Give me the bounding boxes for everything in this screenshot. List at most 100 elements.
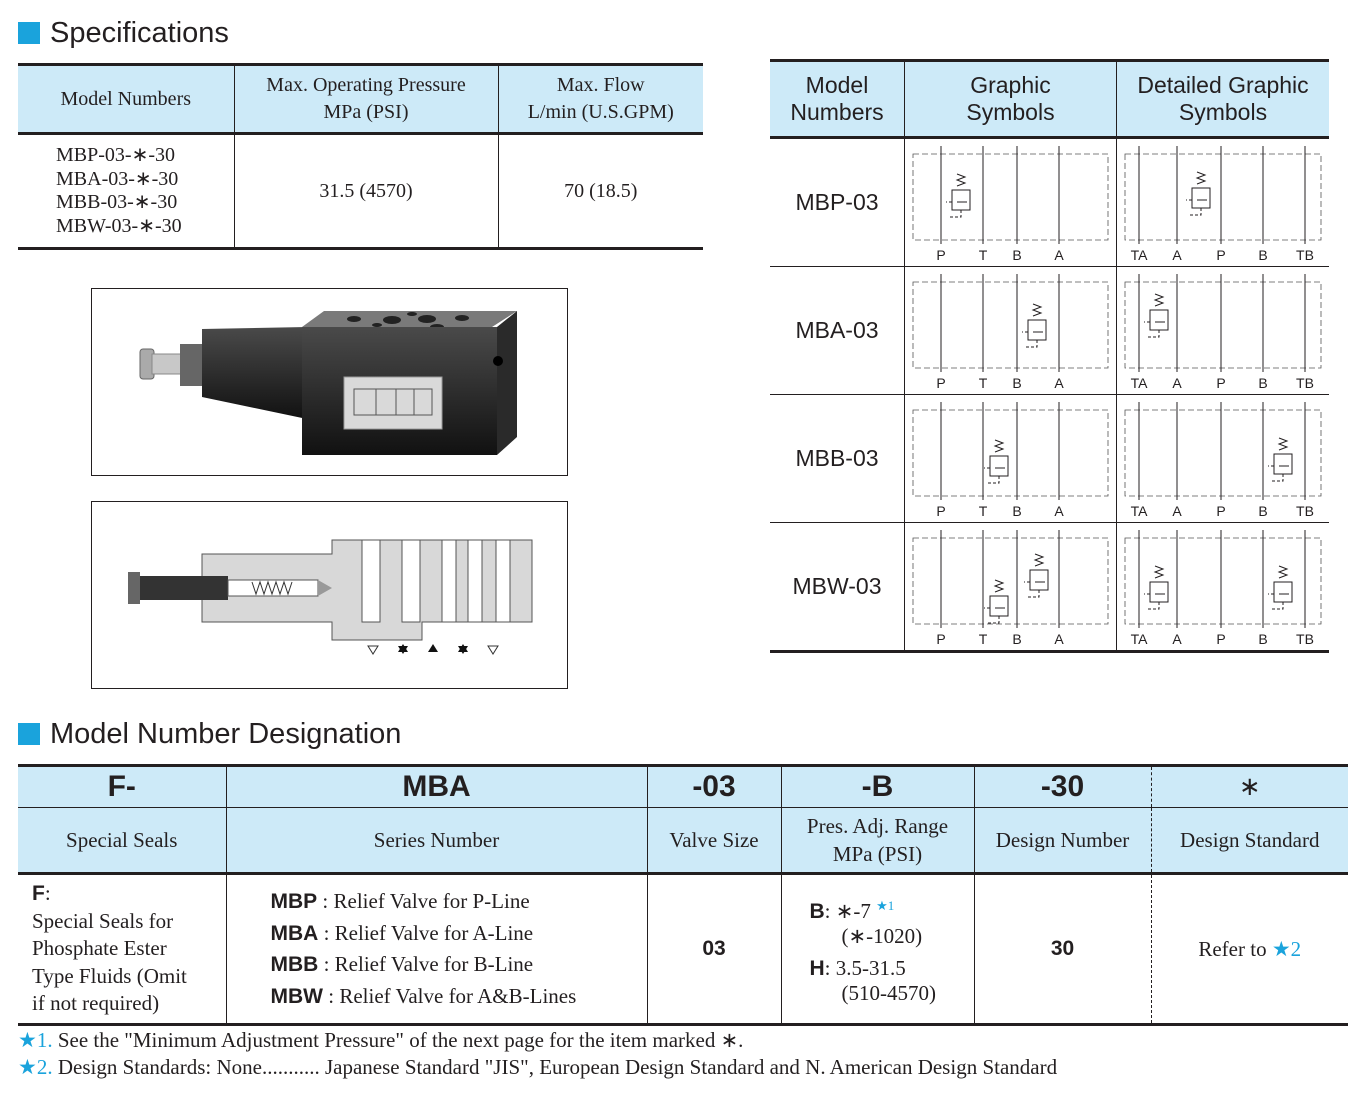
subplate-outline — [912, 153, 1109, 240]
pilot-line — [946, 201, 962, 217]
subplate-outline — [1124, 281, 1322, 368]
pilot-line — [984, 467, 1000, 483]
pilot-line — [1268, 465, 1284, 481]
port-label: TB — [1296, 247, 1314, 263]
port-label: TB — [1296, 375, 1314, 391]
port-label: T — [979, 631, 988, 647]
port-label: A — [1172, 631, 1182, 647]
spring-icon — [1033, 553, 1045, 566]
spec-data-row: MBP-03-∗-30 MBA-03-∗-30 MBB-03-∗-30 MBW-… — [18, 133, 703, 249]
section-square-icon — [18, 723, 40, 745]
port-label: P — [1216, 375, 1225, 391]
port-label: B — [1012, 503, 1021, 519]
pressure-option-b: B: ∗-7 ★1 — [809, 897, 895, 923]
design-standard-value: Refer to ★2 — [1150, 873, 1348, 1025]
symbol-model: MBP-03 — [795, 189, 879, 215]
name-size: Valve Size — [646, 807, 781, 875]
pilot-line — [1024, 581, 1040, 597]
model-list: MBP-03-∗-30 MBA-03-∗-30 MBB-03-∗-30 MBW-… — [56, 144, 182, 237]
pilot-line — [1144, 321, 1160, 337]
port-label: P — [1216, 247, 1225, 263]
spring-icon — [1277, 565, 1289, 578]
relief-valve-symbol — [1149, 309, 1169, 330]
port-label: A — [1172, 375, 1182, 391]
port-label: T — [979, 375, 988, 391]
symbol-model: MBB-03 — [770, 394, 905, 523]
value-row: F: Special Seals for Phosphate Ester Typ… — [18, 873, 1348, 1025]
name-design-standard: Design Standard — [1150, 807, 1348, 875]
relief-valve-symbol — [989, 455, 1009, 476]
detailed-symbol-diagram: TA A P B TB — [1124, 529, 1322, 647]
relief-valve-symbol — [951, 189, 971, 210]
col-model-numbers: Model Numbers — [18, 64, 234, 135]
spring-icon — [1277, 437, 1289, 450]
code-design-number: -30 — [973, 765, 1151, 808]
section-square-icon — [18, 22, 40, 44]
footnote-1: ★1. See the "Minimum Adjustment Pressure… — [18, 1028, 744, 1052]
name-series: Series Number — [225, 807, 647, 875]
port-label: B — [1258, 631, 1267, 647]
seals-detail: F: Special Seals for Phosphate Ester Typ… — [32, 881, 187, 1016]
pilot-line — [1144, 593, 1160, 609]
port-label: A — [1172, 503, 1182, 519]
subplate-outline — [1124, 537, 1322, 624]
port-label: TA — [1131, 247, 1149, 263]
product-photo — [91, 288, 568, 476]
spring-icon — [993, 579, 1005, 592]
name-design-number: Design Number — [973, 807, 1151, 875]
symbol-model: MBW-03 — [770, 522, 905, 652]
port-label: T — [979, 503, 988, 519]
port-label: TB — [1296, 503, 1314, 519]
valve-photo-illustration — [139, 311, 517, 455]
pilot-line — [984, 607, 1000, 623]
spring-icon — [955, 173, 967, 186]
pilot-line — [1022, 331, 1038, 347]
port-label: P — [936, 631, 945, 647]
subplate-outline — [912, 409, 1109, 496]
port-label: TB — [1296, 631, 1314, 647]
design-number-value: 30 — [973, 873, 1151, 1025]
code-size: -03 — [646, 765, 781, 808]
designation-heading: Model Number Designation — [18, 716, 401, 752]
subplate-outline — [912, 281, 1109, 368]
spring-icon — [993, 439, 1005, 452]
pressure-value: 31.5 (4570) — [233, 133, 498, 249]
port-label: TA — [1131, 631, 1149, 647]
code-series: MBA — [225, 765, 647, 808]
pressure-option-h: H: 3.5-31.5 — [809, 955, 906, 980]
footnote-2: ★2. Design Standards: None........... Ja… — [18, 1055, 1058, 1079]
port-label: P — [1216, 631, 1225, 647]
spring-icon — [1153, 293, 1165, 306]
pilot-line — [1268, 593, 1284, 609]
series-detail: MBP : Relief Valve for P-Line MBA : Reli… — [225, 873, 647, 1025]
name-seals: Special Seals — [18, 807, 226, 875]
subplate-outline — [1124, 409, 1322, 496]
cross-section-illustration — [128, 539, 533, 655]
port-label: TA — [1131, 375, 1149, 391]
name-row: Special Seals Series Number Valve Size P… — [18, 807, 1348, 875]
port-label: A — [1172, 247, 1182, 263]
specifications-heading: Specifications — [18, 15, 229, 51]
spring-icon — [1195, 171, 1207, 184]
